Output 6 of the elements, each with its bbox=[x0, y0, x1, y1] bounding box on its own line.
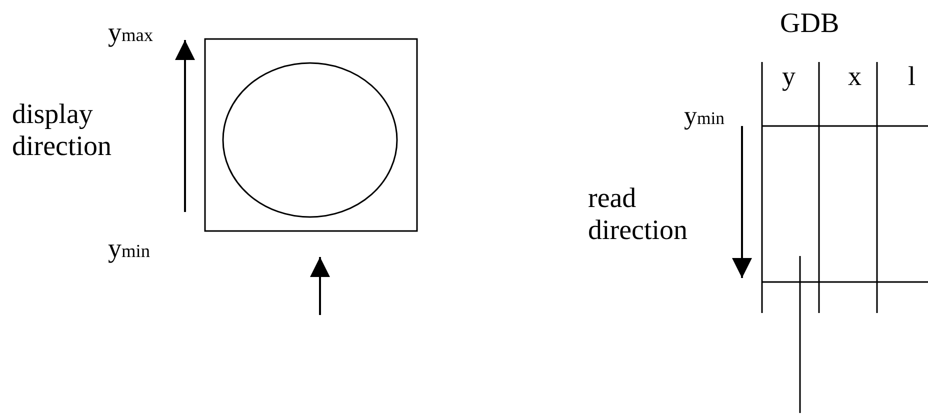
table-title: GDB bbox=[780, 8, 840, 40]
column-header: l bbox=[908, 60, 916, 92]
column-header: y bbox=[782, 60, 796, 92]
axis-caption: read direction bbox=[588, 183, 689, 247]
axis-caption: display direction bbox=[12, 99, 113, 163]
column-header: x bbox=[848, 60, 862, 92]
